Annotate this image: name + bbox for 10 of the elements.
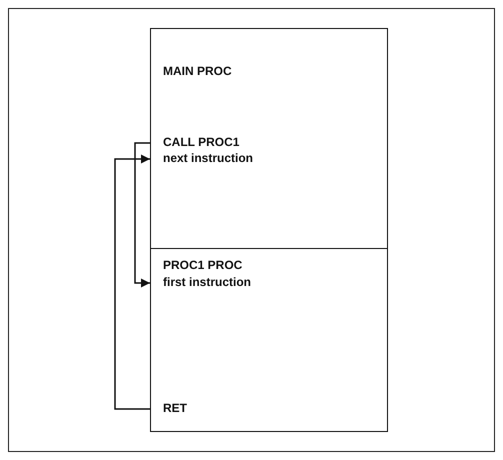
procedure-heading: MAIN PROC bbox=[162, 64, 233, 78]
arrow bbox=[114, 154, 150, 410]
instruction-text: next instruction bbox=[151, 151, 387, 166]
procedure-box bbox=[150, 248, 388, 432]
procedure-heading: PROC1 PROC bbox=[162, 258, 244, 272]
instruction-text: first instruction bbox=[151, 275, 387, 290]
instruction-text: RET bbox=[151, 401, 387, 416]
instruction-text: CALL PROC1 bbox=[151, 135, 387, 150]
arrow bbox=[134, 142, 150, 288]
procedure-box bbox=[150, 28, 388, 249]
